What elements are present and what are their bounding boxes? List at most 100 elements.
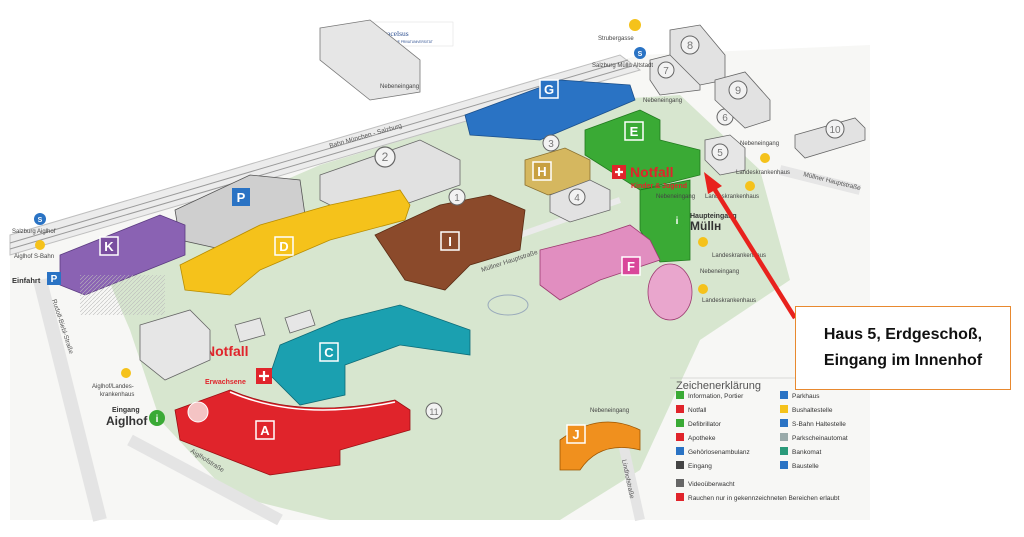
road-aiglhof — [127, 434, 283, 526]
building-f-label: F — [627, 259, 635, 274]
info-icon — [676, 391, 684, 399]
legend-item-video: Videoüberwacht — [688, 481, 735, 488]
building-3[interactable] — [542, 134, 560, 152]
building-a-label: A — [260, 423, 270, 438]
stop-landeskrankenhaus-2: Landeskrankenhaus — [705, 194, 759, 200]
video-icon — [676, 479, 684, 487]
bus-icon-aiglhof-sbahn — [35, 240, 45, 250]
haupteingang-muelln[interactable]: i Haupteingang Müllн — [669, 212, 737, 233]
building-a[interactable]: A — [174, 389, 411, 476]
parkhaus-icon — [780, 391, 788, 399]
label-nebeneingang-2: Nebeneingang — [643, 98, 682, 104]
label-nebeneingang-5: Nebeneingang — [700, 269, 739, 275]
bus-icon-lkh-3 — [698, 237, 708, 247]
building-8-label: 8 — [687, 40, 693, 52]
stop-landeskrankenhaus-4: Landeskrankenhaus — [702, 298, 756, 304]
bus-icon — [780, 405, 788, 413]
stop-aiglhof-landes-2: krankenhaus — [100, 392, 134, 398]
notfall-erw-sub: Erwachsene — [205, 379, 246, 386]
building-9-label: 9 — [735, 85, 741, 97]
einfahrt-parking-icon — [47, 272, 61, 285]
building-g[interactable]: G — [464, 79, 636, 141]
parking-lot — [80, 275, 165, 315]
street-strubergasse: Strubergasse — [598, 36, 634, 42]
svg-text:P: P — [51, 274, 58, 285]
svg-text:S: S — [638, 51, 643, 58]
bankomat-icon — [780, 447, 788, 455]
callout-box: Haus 5, Erdgeschoß, Eingang im Innenhof — [795, 306, 1011, 390]
legend-item-info: Information, Portier — [688, 393, 744, 400]
einfahrt-label: Einfahrt — [12, 276, 41, 285]
building-5-label: 5 — [717, 148, 723, 159]
bus-icon-aiglhof-landes — [121, 368, 131, 378]
info-icon-muelln — [669, 212, 685, 228]
building-1-label: 1 — [454, 193, 460, 204]
building-f[interactable]: F — [539, 224, 693, 321]
building-10[interactable]: 10 — [794, 117, 866, 159]
parkhaus-icon — [232, 188, 250, 206]
legend-item-rauchen: Rauchen nur in gekennzeichneten Bereiche… — [688, 495, 840, 502]
svg-text:i: i — [156, 414, 159, 425]
building-grey-top-left — [319, 19, 421, 101]
legend-item-defibrillator: Defibrillator — [688, 421, 722, 428]
eingang-label: Eingang — [112, 407, 140, 414]
defibrillator-icon — [676, 419, 684, 427]
building-c[interactable]: C — [269, 304, 471, 406]
building-i[interactable]: I 1 — [374, 188, 526, 291]
building-g-label: G — [544, 82, 554, 97]
bus-icon-lkh-4 — [698, 284, 708, 294]
baustelle-icon — [780, 461, 788, 469]
svg-text:P: P — [237, 190, 246, 205]
gehoerlosen-icon — [676, 447, 684, 455]
building-c-label: C — [324, 345, 334, 360]
stop-landeskrankenhaus-3: Landeskrankenhaus — [712, 253, 766, 259]
railway-track — [9, 54, 642, 256]
logo-title: Paracelsus — [377, 29, 409, 38]
eingang-aiglhof[interactable]: Eingang Aiglhof i — [106, 407, 165, 428]
building-7-label: 7 — [663, 66, 669, 77]
notfall-erwachsene[interactable]: Notfall Erwachsene — [205, 343, 272, 386]
building-4-label: 4 — [574, 193, 580, 204]
sbahn-icon — [780, 419, 788, 427]
bus-icon-strubergasse — [629, 19, 641, 31]
notfall-kinder-title: Notfall — [630, 164, 674, 180]
building-6-label: 6 — [722, 113, 728, 124]
label-nebeneingang-3: Nebeneingang — [740, 141, 779, 147]
building-j-label: J — [572, 427, 579, 442]
svg-text:i: i — [676, 216, 679, 227]
legend-item-bus: Bushaltestelle — [792, 407, 833, 414]
legend-item-gehoerlosen: Gehörlosenambulanz — [688, 449, 750, 456]
haupteingang-place: Müllн — [690, 219, 721, 233]
building-5[interactable]: 5 — [704, 134, 746, 176]
building-9[interactable]: 9 — [714, 71, 771, 129]
building-4[interactable]: 4 — [549, 179, 611, 223]
notfall-kinder-sub: Kinder & Jugend — [631, 183, 687, 190]
sbahn-icon-aiglhof — [34, 213, 46, 225]
road-rudolf-biebl — [33, 278, 107, 522]
building-8[interactable]: 8 — [669, 24, 726, 86]
building-j[interactable]: J — [559, 421, 641, 471]
legend-item-parkschein: Parkscheinautomat — [792, 435, 848, 442]
building-2-label: 2 — [382, 150, 389, 164]
stop-aiglhof-landes: Aiglhof/Landes- — [92, 384, 134, 390]
legend-item-baustelle: Baustelle — [792, 463, 819, 470]
legend-item-eingang: Eingang — [688, 463, 712, 470]
building-grey-aiglhof — [139, 309, 211, 381]
building-k-label: K — [104, 239, 114, 254]
stop-salzburg-muelln: Salzburg Mülln Altstadt — [592, 63, 653, 69]
logo-subtitle: MEDIZINISCHE PRIVATUNIVERSITÄT — [377, 40, 433, 44]
bus-icon-lkh-2 — [745, 181, 755, 191]
notfall-kinder[interactable]: Notfall Kinder & Jugend — [612, 164, 687, 190]
building-11[interactable] — [425, 402, 443, 420]
haupteingang-label: Haupteingang — [690, 213, 737, 220]
apotheke-icon — [676, 433, 684, 441]
legend-item-apotheke: Apotheke — [688, 435, 716, 442]
legend: Zeichenerklärung Information, PortierNot… — [670, 377, 860, 502]
svg-text:S: S — [38, 217, 43, 224]
callout-line-1: Haus 5, Erdgeschoß, — [823, 326, 983, 343]
label-nebeneingang-1: Nebeneingang — [380, 84, 419, 90]
building-d[interactable]: D — [179, 189, 411, 296]
legend-title: Zeichenerklärung — [676, 380, 761, 392]
notfall-icon — [676, 405, 684, 413]
